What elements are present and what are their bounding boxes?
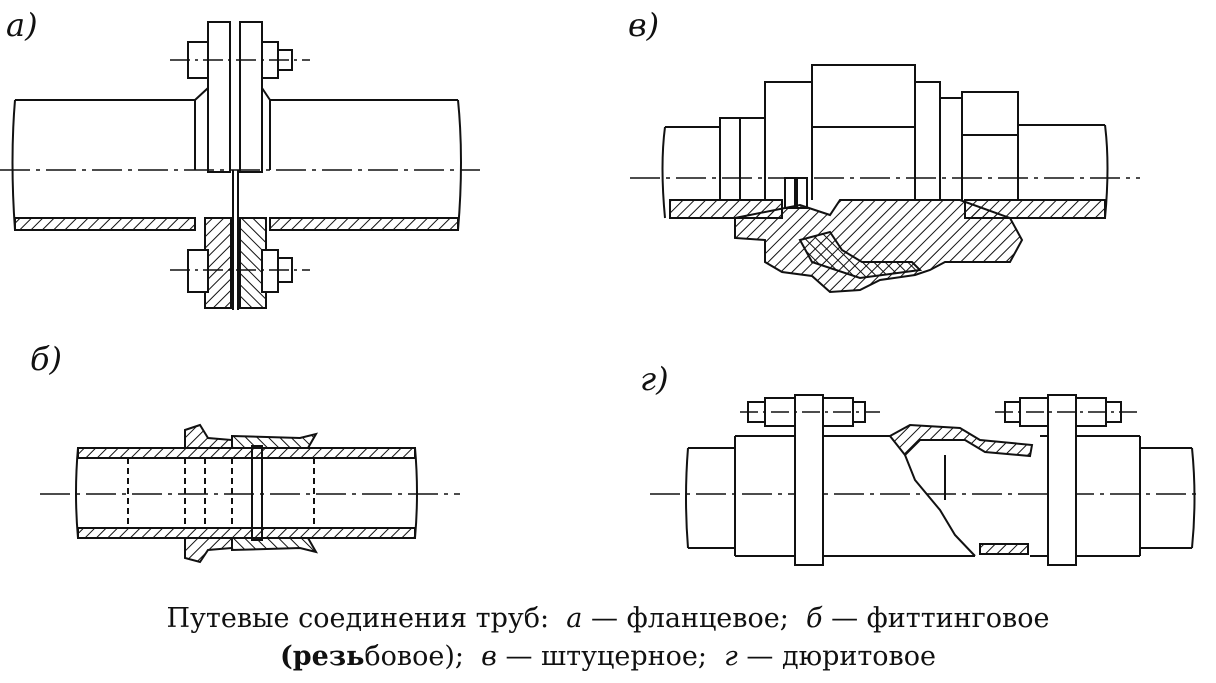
caption-b-text2-bold: (резь [280,641,365,672]
caption-line-2: (резьбовое); в — штуцерное; г — дюритово… [0,638,1216,676]
flange-joint-diagram [0,22,480,310]
panel-label-b: б) [30,340,63,378]
caption-a-letter: а [566,603,583,634]
panel-label-v: в) [628,6,660,44]
fitting-joint-diagram [40,425,460,562]
caption-b-text2-rest: бовое); [364,641,464,672]
pipe-joints-figure [0,0,1216,590]
panel-label-a: а) [6,6,38,44]
caption-prefix: Путевые соединения труб: [166,603,550,634]
caption-g-letter: г [724,641,738,672]
union-joint-diagram [630,65,1140,292]
figure-caption: Путевые соединения труб: а — фланцевое; … [0,600,1216,676]
caption-line-1: Путевые соединения труб: а — фланцевое; … [0,600,1216,638]
caption-b-letter: б [806,603,823,634]
caption-a-text: — фланцевое; [590,603,789,634]
caption-b-text: — фиттинговое [831,603,1050,634]
caption-g-text: — дюритовое [746,641,936,672]
hose-joint-diagram [650,395,1200,565]
panel-label-g: г) [640,360,669,398]
caption-v-letter: в [481,641,497,672]
caption-v-text: — штуцерное; [505,641,707,672]
